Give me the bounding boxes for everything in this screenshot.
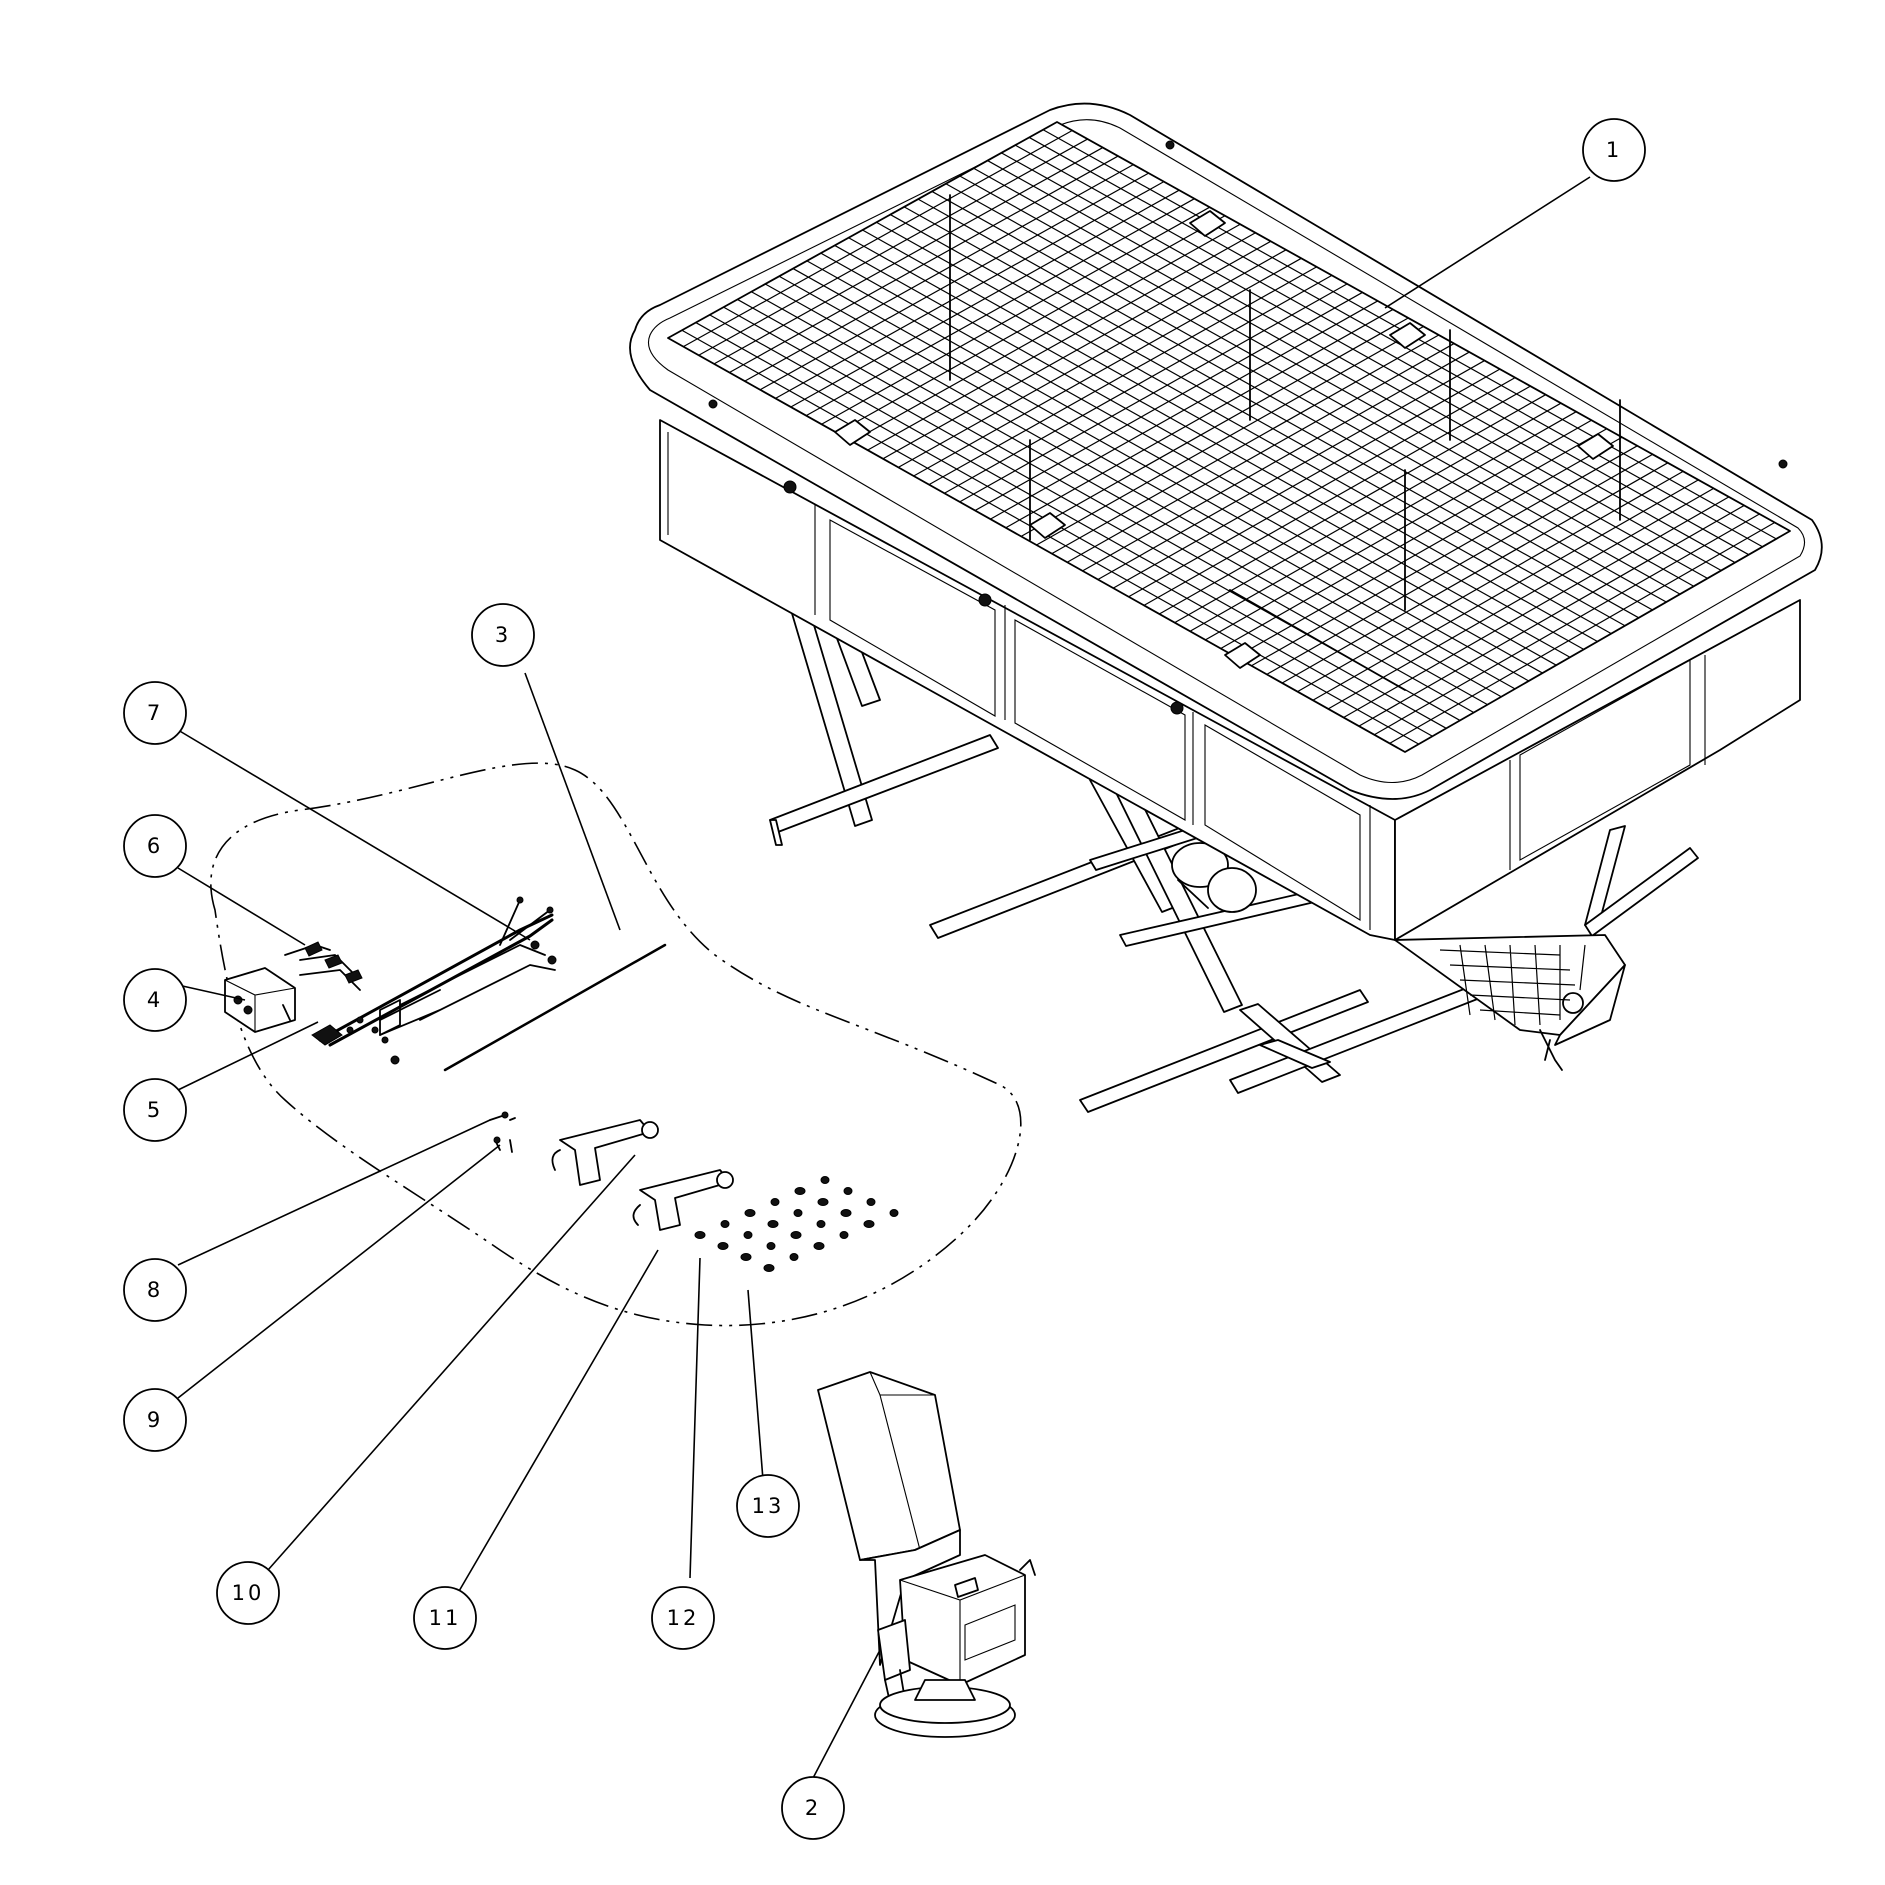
bolt-nut bbox=[843, 1187, 853, 1195]
bolt-nut bbox=[840, 1209, 852, 1217]
grate-mesh bbox=[681, 129, 1777, 745]
bolt-nut bbox=[816, 1220, 826, 1228]
callout-8-label: 8 bbox=[147, 1278, 163, 1302]
bolt-nut bbox=[813, 1242, 825, 1250]
spinner-chute-assembly bbox=[817, 1371, 1036, 1738]
bolt-nut bbox=[794, 1187, 806, 1195]
callout-9-label: 9 bbox=[147, 1408, 163, 1432]
bolt-nut bbox=[763, 1264, 775, 1272]
bolt-nut bbox=[720, 1220, 730, 1228]
callout-6: 6 bbox=[123, 814, 187, 878]
callout-13: 13 bbox=[736, 1474, 800, 1538]
callout-10: 10 bbox=[216, 1561, 280, 1625]
callout-3: 3 bbox=[471, 603, 535, 667]
callout-5: 5 bbox=[123, 1078, 187, 1142]
callout-11: 11 bbox=[413, 1586, 477, 1650]
callout-4: 4 bbox=[123, 968, 187, 1032]
bolt-nut bbox=[793, 1209, 803, 1217]
callout-9: 9 bbox=[123, 1388, 187, 1452]
callout-10-label: 10 bbox=[232, 1581, 265, 1605]
callout-2: 2 bbox=[781, 1776, 845, 1840]
callout-7-label: 7 bbox=[147, 701, 163, 725]
callout-8: 8 bbox=[123, 1258, 187, 1322]
bolt-nut bbox=[744, 1209, 756, 1217]
bolt-nut bbox=[717, 1242, 729, 1250]
bolt-nut bbox=[770, 1198, 780, 1206]
bolt-nut bbox=[790, 1231, 802, 1239]
callout-1-label: 1 bbox=[1606, 138, 1622, 162]
bolt-nut bbox=[866, 1198, 876, 1206]
bolt-nut bbox=[817, 1198, 829, 1206]
callout-4-label: 4 bbox=[147, 988, 163, 1012]
callout-7: 7 bbox=[123, 681, 187, 745]
callout-12-label: 12 bbox=[667, 1606, 700, 1630]
callout-6-label: 6 bbox=[147, 834, 163, 858]
callout-13-label: 13 bbox=[752, 1494, 785, 1518]
bolt-nut bbox=[863, 1220, 875, 1228]
wiring-and-controls bbox=[224, 896, 667, 1072]
bolt-nut-array bbox=[694, 1176, 899, 1272]
hopper-frame-legs bbox=[769, 519, 1699, 1113]
callout-2-label: 2 bbox=[805, 1796, 821, 1820]
hopper-top-grate bbox=[667, 121, 1791, 753]
bolt-nut bbox=[740, 1253, 752, 1261]
bolt-nut bbox=[767, 1220, 779, 1228]
callout-3-label: 3 bbox=[495, 623, 511, 647]
bolt-nut bbox=[789, 1253, 799, 1261]
leader-lines bbox=[177, 176, 1591, 1781]
mounting-hardware bbox=[489, 1111, 899, 1272]
kit-boundary-outline bbox=[210, 762, 1022, 1327]
bolt-nut bbox=[839, 1231, 849, 1239]
bolt-nut bbox=[766, 1242, 776, 1250]
hopper-spreader-assembly bbox=[629, 102, 1823, 1113]
bolt-nut bbox=[694, 1231, 706, 1239]
bolt-nut bbox=[889, 1209, 899, 1217]
bolt-nut bbox=[743, 1231, 753, 1239]
callout-12: 12 bbox=[651, 1586, 715, 1650]
callout-5-label: 5 bbox=[147, 1098, 163, 1122]
bolt-nut bbox=[820, 1176, 830, 1184]
callout-11-label: 11 bbox=[429, 1606, 462, 1630]
callout-1: 1 bbox=[1582, 118, 1646, 182]
controller-box bbox=[224, 967, 296, 1033]
